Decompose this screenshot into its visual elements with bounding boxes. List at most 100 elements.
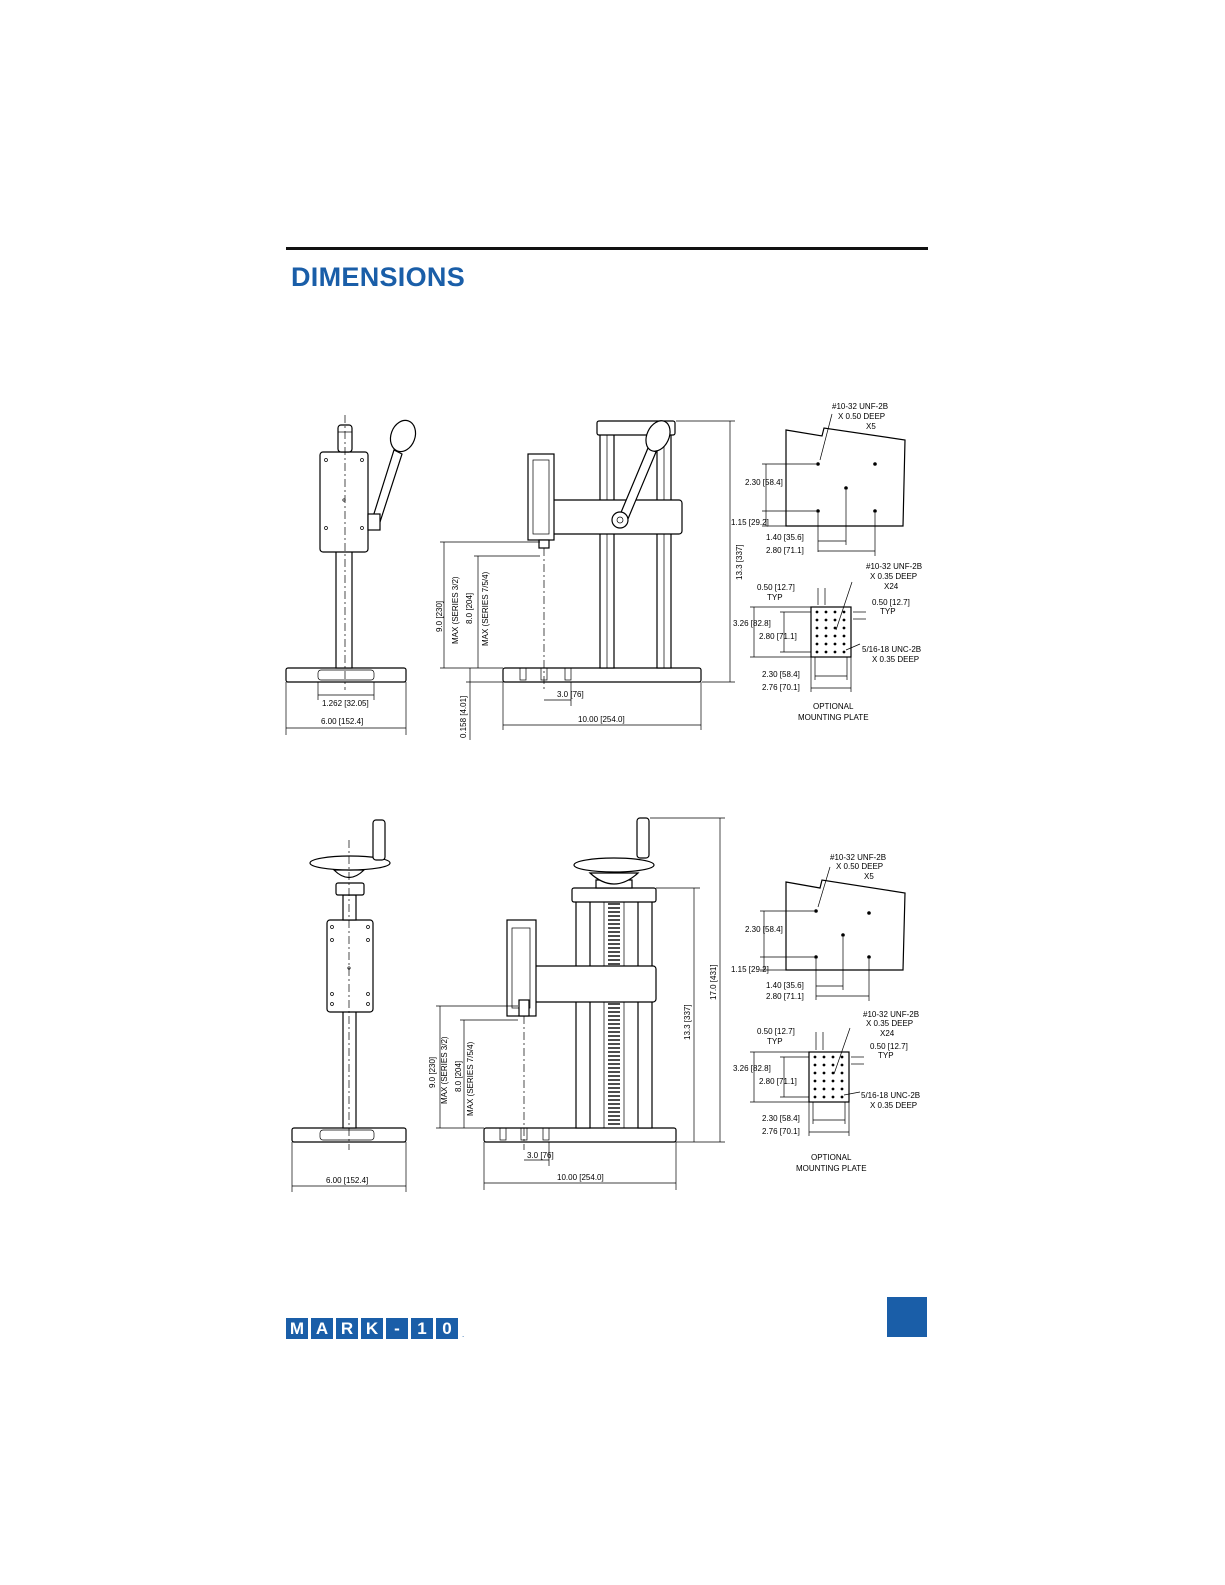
mounting-hole (815, 634, 819, 638)
bottom-mount-dim230: 2.30 [58.4] (762, 1114, 800, 1123)
logo-letter: - (386, 1318, 408, 1339)
bottom-mount-caption2: MOUNTING PLATE (796, 1164, 867, 1173)
mounting-hole (813, 1055, 817, 1059)
top-mount-pitch-left: 0.50 [12.7] (757, 583, 795, 592)
mounting-hole (822, 1055, 826, 1059)
logo-mark: . (462, 1330, 465, 1339)
bottom-mount-typ-left: TYP (767, 1037, 783, 1046)
logo-letter: R (336, 1318, 358, 1339)
bottom-gauge-dim280: 2.80 [71.1] (766, 992, 804, 1001)
top-side-thickness-dim: 0.158 [4.01] (459, 696, 468, 738)
mounting-hole (842, 642, 846, 646)
top-mount-depth: X 0.35 DEEP (870, 572, 917, 581)
bottom-gauge-depth: X 0.50 DEEP (836, 862, 883, 871)
mounting-hole (822, 1087, 826, 1091)
bottom-side-max32-label: MAX (SERIES 3/2) (440, 1036, 449, 1104)
mounting-hole (822, 1063, 826, 1067)
top-mount-depth2: X 0.35 DEEP (872, 655, 919, 664)
bottom-gauge-thread: #10-32 UNF-2B (830, 853, 886, 862)
mounting-hole (831, 1071, 835, 1075)
bottom-mount-dim326: 3.26 [82.8] (733, 1064, 771, 1073)
top-front-view: 1.262 [32.05] 6.00 [152.4] (285, 415, 417, 735)
bottom-mount-thread: #10-32 UNF-2B (863, 1010, 919, 1019)
top-side-offset-dim: 3.0 [76] (557, 690, 584, 699)
top-side-base-dim: 10.00 [254.0] (578, 715, 625, 724)
bottom-mounting-plate: #10-32 UNF-2B X 0.35 DEEP X24 0.50 [12.7… (733, 1010, 920, 1173)
bottom-mount-dim280: 2.80 [71.1] (759, 1077, 797, 1086)
top-mounting-plate: #10-32 UNF-2B X 0.35 DEEP X24 0.50 [12.7… (733, 562, 922, 722)
logo-letter: A (311, 1318, 333, 1339)
top-side-height-dim: 13.3 [337] (735, 544, 744, 580)
mounting-hole (815, 642, 819, 646)
mounting-hole (831, 1079, 835, 1083)
top-gauge-dim115: 1.15 [29.2] (731, 518, 769, 527)
mounting-hole (824, 634, 828, 638)
bottom-mount-thread2: 5/16-18 UNC-2B (861, 1091, 920, 1100)
bottom-mount-pitch-right: 0.50 [12.7] (870, 1042, 908, 1051)
mounting-hole (824, 650, 828, 654)
top-side-max754-label: MAX (SERIES 7/5/4) (481, 571, 490, 646)
top-mount-typ-left: TYP (767, 593, 783, 602)
mounting-hole (815, 610, 819, 614)
mounting-hole (833, 618, 837, 622)
top-mount-pitch-right: 0.50 [12.7] (872, 598, 910, 607)
bottom-side-max754-dim: 8.0 [204] (454, 1061, 463, 1092)
mounting-hole (842, 610, 846, 614)
bottom-mount-caption1: OPTIONAL (811, 1153, 852, 1162)
top-mount-caption2: MOUNTING PLATE (798, 713, 869, 722)
mark-10-logo: M A R K - 1 0 . (286, 1318, 464, 1339)
mounting-hole (840, 1055, 844, 1059)
mounting-hole (840, 1095, 844, 1099)
logo-letter: K (361, 1318, 383, 1339)
bottom-gauge-dim140: 1.40 [35.6] (766, 981, 804, 990)
logo-letter: 0 (436, 1318, 458, 1339)
top-mount-typ-right: TYP (880, 607, 896, 616)
mounting-hole (840, 1087, 844, 1091)
bottom-gauge-dim115: 1.15 [29.2] (731, 965, 769, 974)
mounting-hole (822, 1079, 826, 1083)
page-number-tab (887, 1297, 927, 1337)
mounting-hole (815, 626, 819, 630)
bottom-mount-count: X24 (880, 1029, 895, 1038)
mounting-hole (842, 650, 846, 654)
mounting-hole (813, 1087, 817, 1091)
page-title: DIMENSIONS (291, 262, 466, 292)
top-gauge-count: X5 (866, 422, 876, 431)
top-mount-thread: #10-32 UNF-2B (866, 562, 922, 571)
mounting-hole (824, 642, 828, 646)
mounting-hole (822, 1071, 826, 1075)
top-mount-dim280: 2.80 [71.1] (759, 632, 797, 641)
mounting-hole (824, 626, 828, 630)
mounting-hole (842, 618, 846, 622)
bottom-side-column-dim: 13.3 [337] (683, 1004, 692, 1040)
bottom-side-offset-dim: 3.0 [76] (527, 1151, 554, 1160)
bottom-gauge-count: X5 (864, 872, 874, 881)
mounting-hole (815, 650, 819, 654)
bottom-mount-pitch-left: 0.50 [12.7] (757, 1027, 795, 1036)
top-gauge-thread: #10-32 UNF-2B (832, 402, 888, 411)
bottom-side-max754-label: MAX (SERIES 7/5/4) (466, 1041, 475, 1116)
bottom-side-base-dim: 10.00 [254.0] (557, 1173, 604, 1182)
mounting-hole (813, 1079, 817, 1083)
top-gauge-plate: #10-32 UNF-2B X 0.50 DEEP X5 2.30 [58.4]… (731, 402, 906, 556)
bottom-front-base-dim: 6.00 [152.4] (326, 1176, 368, 1185)
top-mount-dim326: 3.26 [82.8] (733, 619, 771, 628)
bottom-front-view: 6.00 [152.4] (291, 819, 407, 1192)
mounting-hole (833, 634, 837, 638)
top-gauge-depth: X 0.50 DEEP (838, 412, 885, 421)
top-gauge-dim230: 2.30 [58.4] (745, 478, 783, 487)
mounting-hole (813, 1095, 817, 1099)
logo-letter: M (286, 1318, 308, 1339)
top-front-base-dim: 6.00 [152.4] (321, 717, 363, 726)
top-side-max32-dim: 9.0 [230] (435, 601, 444, 632)
top-side-max32-label: MAX (SERIES 3/2) (451, 576, 460, 644)
mounting-hole (833, 642, 837, 646)
mounting-hole (833, 650, 837, 654)
mounting-hole (842, 634, 846, 638)
mounting-hole (831, 1087, 835, 1091)
top-front-slot-dim: 1.262 [32.05] (322, 699, 369, 708)
mounting-hole (815, 618, 819, 622)
mounting-hole (822, 1095, 826, 1099)
mounting-hole (833, 610, 837, 614)
mounting-hole (833, 626, 837, 630)
